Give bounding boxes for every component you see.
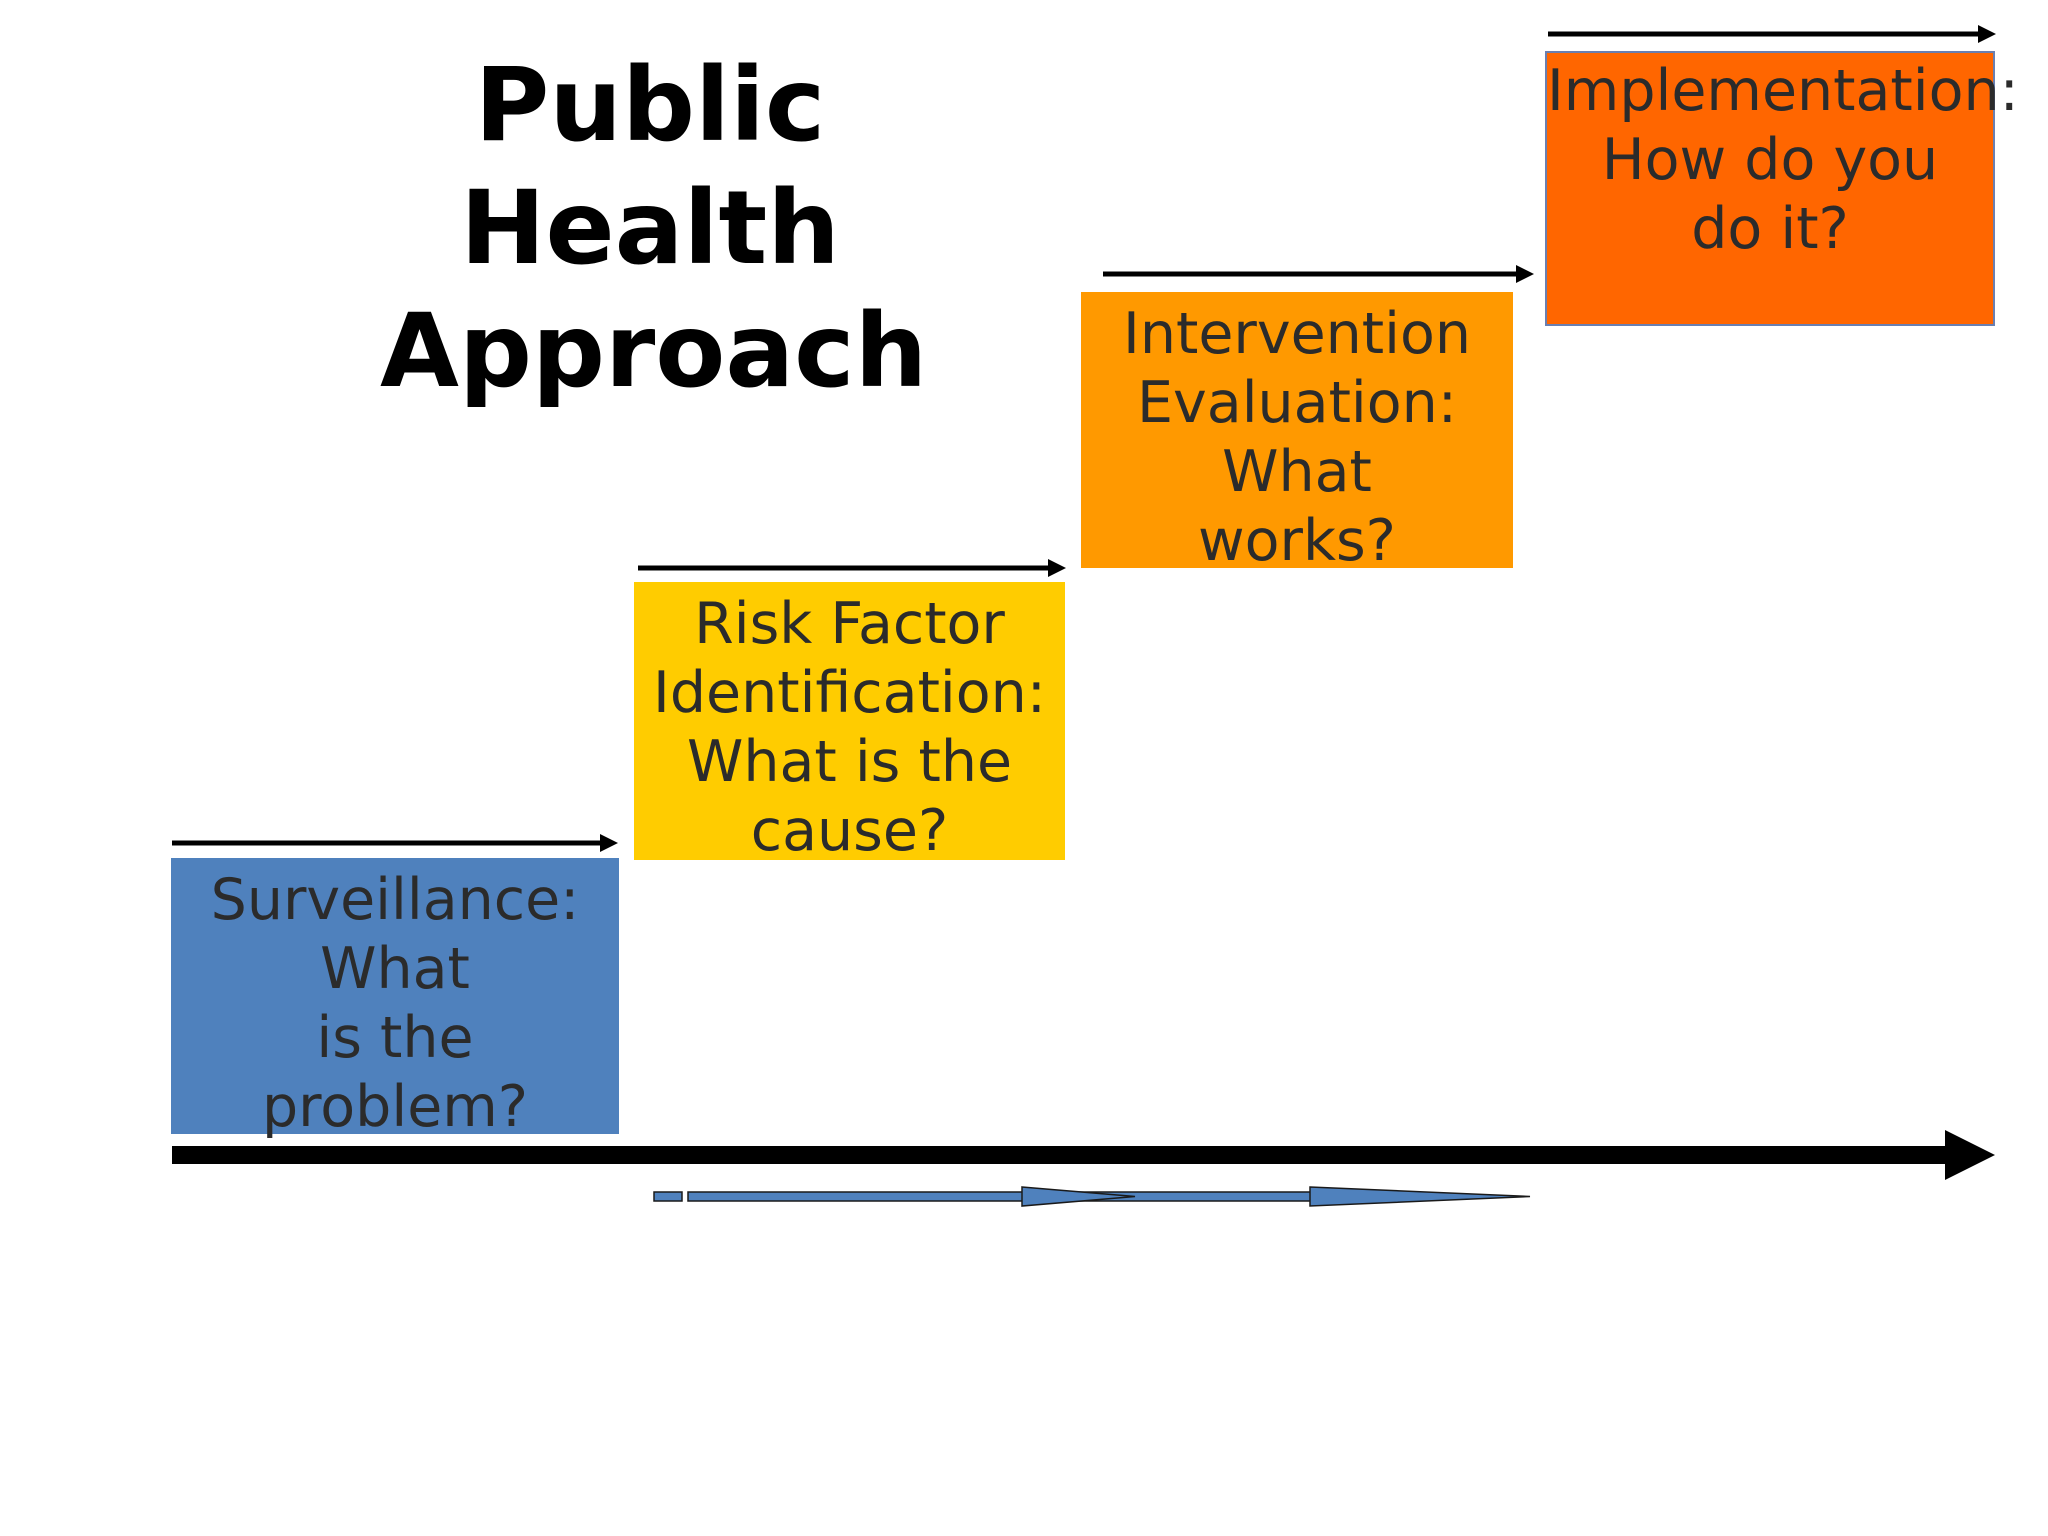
- step-arrow-1-icon: [172, 834, 618, 852]
- step-intervention-line-1: Intervention: [1123, 301, 1471, 367]
- blue-arrow-head-2: [1309, 1186, 1531, 1207]
- step-surveillance-line-2: What: [320, 936, 470, 1002]
- step-arrow-3-head: [1516, 265, 1534, 283]
- step-risk-factor-line-3: What is the: [686, 729, 1013, 795]
- step-intervention-line-2: Evaluation:: [1137, 370, 1457, 436]
- title-line-3: Approach: [380, 292, 928, 411]
- timeline-arrow-shaft: [172, 1146, 1952, 1164]
- step-arrow-2-icon: [638, 559, 1066, 577]
- title-line-1: Public: [474, 46, 826, 165]
- timeline-arrow-icon: [172, 1130, 1995, 1180]
- step-risk-factor-line-2: Identification:: [653, 660, 1046, 726]
- step-surveillance-line-1: Surveillance:: [210, 867, 580, 933]
- step-arrow-4-icon: [1548, 25, 1996, 43]
- step-arrow-2-head: [1048, 559, 1066, 577]
- step-implementation-line-1: Implementation:: [1547, 58, 2019, 124]
- step-implementation-line-3: do it?: [1691, 196, 1849, 262]
- blue-arrow-dash: [653, 1191, 683, 1202]
- step-risk-factor-line-1: Risk Factor: [694, 591, 1005, 657]
- step-surveillance-line-3: is the: [316, 1005, 474, 1071]
- step-risk-factor-line-4: cause?: [750, 798, 949, 864]
- step-surveillance-box: Surveillance: What is the problem?: [171, 858, 619, 1140]
- step-surveillance-line-4: problem?: [261, 1074, 529, 1140]
- step-implementation-line-2: How do you: [1601, 127, 1939, 193]
- step-arrow-4-head: [1978, 25, 1996, 43]
- timeline-arrow-head: [1945, 1130, 1995, 1180]
- blue-arrow-head-1: [1021, 1186, 1136, 1207]
- step-risk-factor-box: Risk Factor Identification: What is the …: [634, 582, 1065, 864]
- diagram-title: Public Health Approach: [380, 44, 928, 413]
- step-intervention-box: Intervention Evaluation: What works?: [1081, 292, 1513, 574]
- step-implementation-box: Implementation: How do you do it?: [1545, 51, 2019, 326]
- blue-progress-arrow-icon: [653, 1186, 1531, 1207]
- step-intervention-line-3: What: [1222, 439, 1372, 505]
- step-arrow-1-head: [600, 834, 618, 852]
- step-intervention-line-4: works?: [1198, 508, 1396, 574]
- title-line-2: Health: [460, 169, 840, 288]
- step-arrow-3-icon: [1103, 265, 1534, 283]
